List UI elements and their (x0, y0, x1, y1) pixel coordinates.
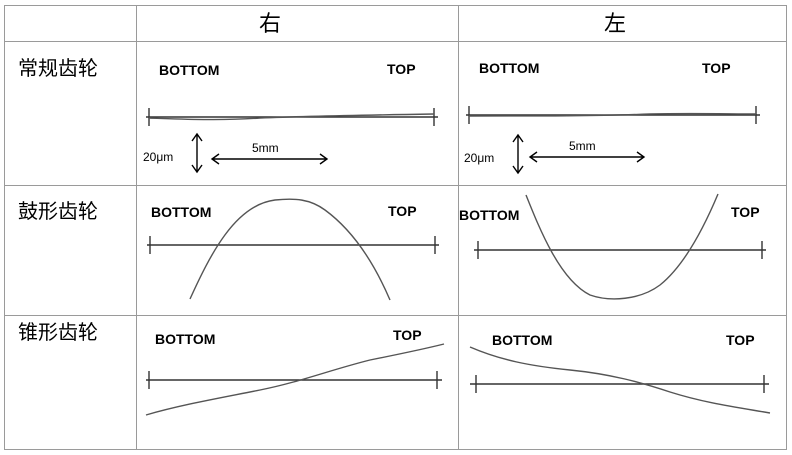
horizontal-scale-label: 5mm (569, 139, 596, 153)
top-label: TOP (387, 61, 416, 77)
table-borders (4, 5, 787, 450)
top-label: TOP (731, 204, 760, 220)
vertical-scale-label: 20μm (143, 150, 173, 164)
plot-crowned-right: BOTTOM TOP (147, 198, 439, 301)
plot-crowned-left: BOTTOM TOP (459, 193, 766, 300)
profile-curve (148, 113, 435, 121)
vertical-scale-arrow (191, 132, 203, 174)
profile-curve (189, 198, 391, 301)
bottom-label: BOTTOM (159, 62, 219, 78)
top-label: TOP (388, 203, 417, 219)
plot-tapered-right: BOTTOM TOP (145, 327, 445, 416)
bottom-label: BOTTOM (151, 204, 211, 220)
top-label: TOP (726, 332, 755, 348)
horizontal-scale-arrow (528, 151, 646, 163)
row-label-standard-gear: 常规齿轮 (18, 56, 98, 80)
row-label-crowned-gear: 鼓形齿轮 (18, 199, 98, 223)
row-label-tapered-gear: 锥形齿轮 (18, 320, 98, 344)
bottom-label: BOTTOM (479, 60, 539, 76)
plot-standard-left: BOTTOM TOP 20μm 5mm (464, 60, 760, 175)
horizontal-scale-arrow (210, 153, 329, 165)
profile-curve (145, 343, 445, 416)
profile-curve (469, 346, 771, 414)
profile-curve (525, 193, 719, 300)
profile-curve (468, 112, 757, 117)
plot-tapered-left: BOTTOM TOP (469, 332, 771, 414)
vertical-scale-arrow (512, 133, 524, 175)
bottom-label: BOTTOM (155, 331, 215, 347)
top-label: TOP (393, 327, 422, 343)
vertical-scale-label: 20μm (464, 151, 494, 165)
bottom-label: BOTTOM (459, 207, 519, 223)
bottom-label: BOTTOM (492, 332, 552, 348)
header-left: 左 (604, 12, 626, 37)
top-label: TOP (702, 60, 731, 76)
header-right: 右 (259, 12, 281, 37)
horizontal-scale-label: 5mm (252, 141, 279, 155)
plot-standard-right: BOTTOM TOP 20μm 5mm (143, 61, 438, 174)
